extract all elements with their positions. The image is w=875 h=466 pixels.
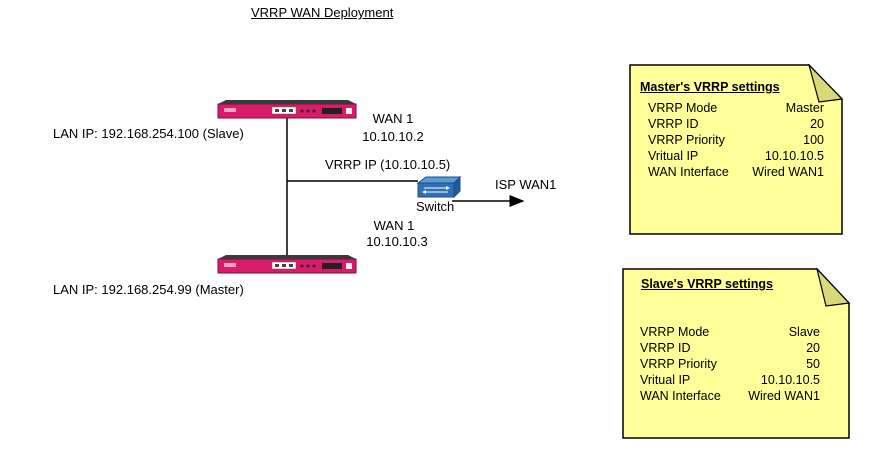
- switch-icon: [416, 175, 462, 199]
- bottom-router-wan-name: WAN 1: [373, 218, 415, 233]
- vrrp-ip-label: VRRP IP (10.10.10.5): [325, 157, 451, 172]
- router-icon: [217, 100, 357, 119]
- top-router-wan-ip: 10.10.10.2: [362, 129, 424, 144]
- diagram-title: VRRP WAN Deployment: [251, 5, 394, 20]
- bottom-router-lan-ip: LAN IP: 192.168.254.99 (Master): [53, 282, 244, 297]
- master-note-heading: Master's VRRP settings: [640, 80, 780, 94]
- slave-note-heading: Slave's VRRP settings: [641, 277, 773, 291]
- top-router-lan-ip: LAN IP: 192.168.254.100 (Slave): [53, 126, 244, 141]
- isp-wan-label: ISP WAN1: [495, 177, 557, 192]
- slave-settings-note: [622, 268, 851, 439]
- master-settings-note: [629, 64, 844, 235]
- top-router-wan-name: WAN 1: [372, 111, 414, 126]
- router-icon: [217, 255, 357, 274]
- switch-label: Switch: [416, 199, 455, 214]
- bottom-router-wan-ip: 10.10.10.3: [366, 234, 428, 249]
